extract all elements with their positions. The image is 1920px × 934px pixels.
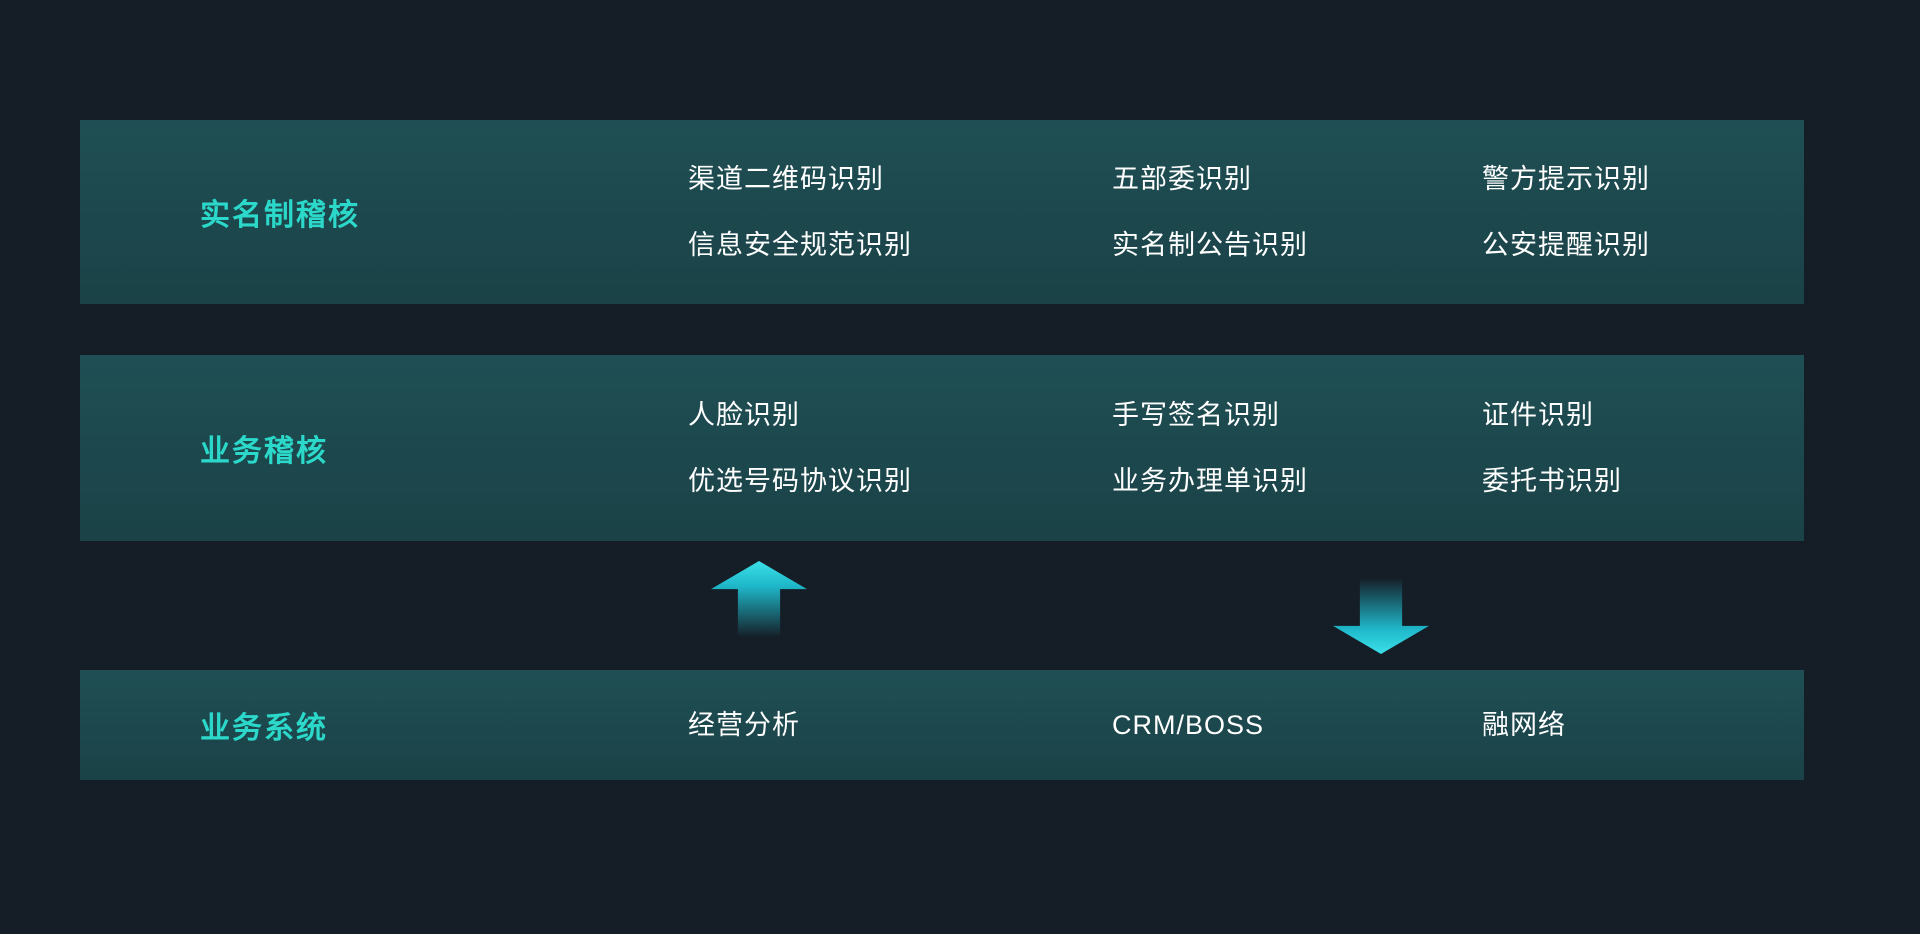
column-3: 证件识别 委托书识别 — [1482, 399, 1804, 497]
band-realname-audit: 实名制稽核 渠道二维码识别 信息安全规范识别 五部委识别 实名制公告识别 警方提… — [80, 120, 1804, 304]
system-item: CRM/BOSS — [1112, 710, 1265, 740]
feature-item: 渠道二维码识别 — [688, 164, 884, 194]
feature-item: 业务办理单识别 — [1112, 466, 1308, 496]
feature-item: 信息安全规范识别 — [688, 230, 912, 260]
feature-item: 警方提示识别 — [1482, 164, 1650, 194]
band-business-systems: 业务系统 经营分析 CRM/BOSS 融网络 — [80, 670, 1804, 780]
column-1: 渠道二维码识别 信息安全规范识别 — [688, 163, 1112, 261]
band-title-realname-audit: 实名制稽核 — [200, 199, 360, 232]
feature-item: 公安提醒识别 — [1482, 230, 1650, 260]
feature-item: 证件识别 — [1482, 400, 1594, 430]
up-arrow-icon — [711, 561, 807, 637]
column-3: 警方提示识别 公安提醒识别 — [1482, 163, 1804, 261]
column-2: 五部委识别 实名制公告识别 — [1112, 163, 1482, 261]
feature-item: 优选号码协议识别 — [688, 466, 912, 496]
feature-item: 五部委识别 — [1112, 164, 1252, 194]
column-2: 手写签名识别 业务办理单识别 — [1112, 399, 1482, 497]
feature-item: 人脸识别 — [688, 400, 800, 430]
band-business-audit: 业务稽核 人脸识别 优选号码协议识别 手写签名识别 业务办理单识别 证件识别 委… — [80, 355, 1804, 541]
column-1: 经营分析 — [688, 709, 1112, 741]
feature-item: 委托书识别 — [1482, 466, 1622, 496]
band-title-business-audit: 业务稽核 — [200, 435, 328, 468]
system-item: 融网络 — [1482, 710, 1566, 740]
band-title-business-systems: 业务系统 — [200, 712, 328, 745]
column-3: 融网络 — [1482, 709, 1804, 741]
feature-item: 手写签名识别 — [1112, 400, 1280, 430]
column-2: CRM/BOSS — [1112, 709, 1482, 741]
feature-item: 实名制公告识别 — [1112, 230, 1308, 260]
system-item: 经营分析 — [688, 710, 800, 740]
down-arrow-icon — [1333, 578, 1429, 654]
column-1: 人脸识别 优选号码协议识别 — [688, 399, 1112, 497]
